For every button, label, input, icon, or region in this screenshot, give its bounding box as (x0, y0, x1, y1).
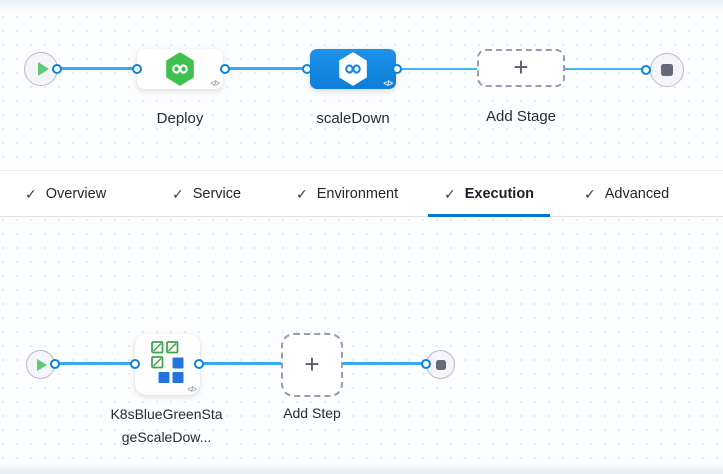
check-icon: ✓ (25, 185, 37, 202)
step-card-k8s-bluegreen-scaledown[interactable]: </> (135, 334, 200, 395)
add-stage-label: Add Stage (485, 108, 557, 125)
step-label-k8s: K8sBlueGreenStageScaleDow... (110, 406, 223, 445)
add-step-label: Add Step (283, 405, 341, 421)
k8s-scaledown-step-icon (150, 341, 183, 383)
tab-advanced[interactable]: ✓ Advanced (584, 171, 669, 217)
check-icon: ✓ (584, 185, 596, 202)
tab-execution[interactable]: ✓ Execution (427, 171, 551, 217)
plus-icon: + (304, 349, 320, 379)
tab-label: Environment (316, 186, 399, 202)
check-icon: ✓ (296, 185, 308, 202)
stage-config-tabbar: ✓ Overview ✓ Service ✓ Environment ✓ Exe… (0, 170, 723, 217)
code-icon[interactable]: </> (210, 79, 220, 88)
execution-canvas[interactable]: </> + K8sBlueGreenStageScaleDow... Add S… (0, 217, 723, 474)
play-icon (37, 358, 47, 371)
port-dot (302, 64, 312, 74)
edge (397, 68, 477, 70)
tab-label: Overview (45, 186, 107, 202)
tab-label: Advanced (604, 186, 670, 202)
stage-canvas[interactable]: </> </> + Deploy scaleDown Add Stage (0, 0, 723, 170)
edge (199, 362, 281, 365)
tab-service[interactable]: ✓ Service (172, 171, 241, 217)
edge (57, 67, 137, 70)
code-icon[interactable]: </> (187, 385, 197, 394)
port-dot (641, 65, 651, 75)
port-dot (50, 359, 60, 369)
cd-stage-icon-selected (339, 52, 367, 86)
stage-label-scaledown: scaleDown (316, 110, 390, 127)
tab-overview[interactable]: ✓ Overview (25, 171, 106, 217)
port-dot (392, 64, 402, 74)
code-icon[interactable]: </> (383, 79, 393, 88)
stage-label-deploy: Deploy (156, 110, 204, 127)
stage-flow-end-node (650, 53, 684, 87)
port-dot (52, 64, 62, 74)
edge (225, 67, 310, 70)
add-stage-button[interactable]: + (477, 49, 565, 87)
cd-stage-icon (166, 52, 194, 86)
check-icon: ✓ (444, 185, 456, 202)
port-dot (421, 359, 431, 369)
tab-label: Service (192, 186, 242, 202)
add-step-button[interactable]: + (281, 333, 343, 397)
port-dot (130, 359, 140, 369)
plus-icon: + (513, 52, 529, 82)
edge (565, 68, 646, 70)
stage-card-deploy[interactable]: </> (137, 49, 223, 89)
port-dot (194, 359, 204, 369)
check-icon: ✓ (172, 185, 184, 202)
stop-icon (661, 64, 673, 76)
tab-label: Execution (464, 186, 535, 202)
stop-icon (435, 359, 446, 370)
tab-environment[interactable]: ✓ Environment (296, 171, 398, 217)
edge (343, 362, 427, 365)
port-dot (220, 64, 230, 74)
edge (55, 362, 135, 365)
port-dot (132, 64, 142, 74)
play-icon (37, 62, 49, 76)
stage-card-scaledown[interactable]: </> (310, 49, 396, 89)
